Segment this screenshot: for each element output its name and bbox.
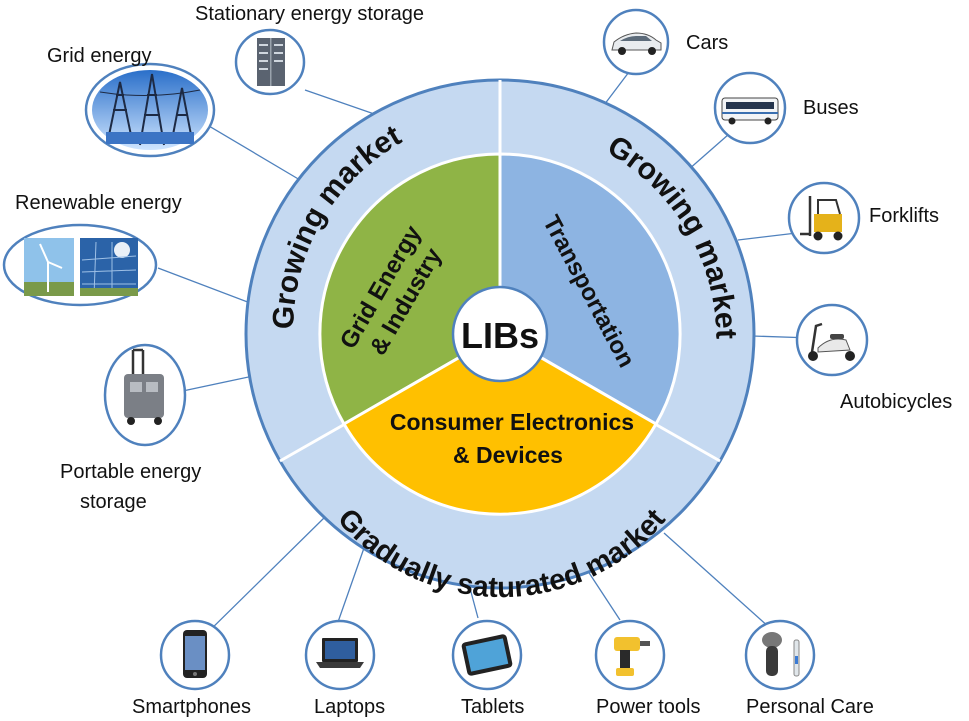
- sector-grid-energy: [318, 152, 502, 427]
- center-circle: [451, 285, 549, 383]
- app-smartphones-label: Smartphones: [132, 696, 251, 718]
- ring-dividers: [279, 80, 721, 463]
- app-forklifts-label: Forklifts: [869, 205, 939, 227]
- sector-consumer-electronics: [341, 332, 659, 516]
- app-tablets-label: Tablets: [461, 696, 524, 718]
- sector-transportation: [498, 152, 682, 427]
- app-laptops: [304, 619, 376, 691]
- app-tablets: [451, 619, 523, 691]
- app-laptops-label: Laptops: [314, 696, 385, 718]
- app-power-tools: [594, 619, 666, 691]
- scooter-icon: [808, 322, 855, 361]
- center-label: LIBs: [461, 315, 539, 356]
- bus-icon: [721, 97, 779, 125]
- sector-consumer-line2: & Devices: [453, 442, 563, 468]
- laptop-icon: [316, 638, 364, 668]
- app-portable-label-line1: Portable energy: [60, 461, 201, 483]
- app-forklifts: [787, 181, 861, 255]
- drill-icon: [614, 637, 650, 676]
- car-icon: [611, 32, 662, 55]
- app-buses-label: Buses: [803, 97, 859, 119]
- app-renewable-energy: [2, 223, 158, 307]
- app-grid-energy-label: Grid energy: [47, 45, 152, 67]
- sector-consumer-line1: Consumer Electronics: [390, 409, 634, 435]
- server-rack-icon: [257, 38, 285, 86]
- app-portable-label-line2: storage: [80, 491, 147, 513]
- app-portable-storage: [103, 343, 187, 447]
- wind-solar-icon: [24, 238, 138, 297]
- app-grid-energy: [84, 62, 216, 158]
- smartphone-icon: [183, 630, 207, 678]
- app-power-tools-label: Power tools: [596, 696, 701, 718]
- app-buses: [713, 71, 787, 145]
- app-cars: [602, 8, 670, 76]
- app-smartphones: [159, 619, 231, 691]
- app-stationary-label: Stationary energy storage: [195, 3, 424, 25]
- tablet-icon: [461, 634, 513, 676]
- app-autobicycles: [795, 303, 869, 377]
- app-stationary-storage: [234, 28, 306, 96]
- rolling-battery-icon: [124, 348, 164, 425]
- app-cars-label: Cars: [686, 32, 728, 54]
- app-renewable-label: Renewable energy: [15, 192, 182, 214]
- app-autobicycles-label: Autobicycles: [840, 391, 952, 413]
- shaver-icon: [762, 632, 800, 677]
- power-tower-icon: [92, 70, 208, 150]
- forklift-icon: [800, 196, 843, 241]
- app-personal-care-label: Personal Care: [746, 696, 874, 718]
- app-personal-care: [744, 619, 816, 691]
